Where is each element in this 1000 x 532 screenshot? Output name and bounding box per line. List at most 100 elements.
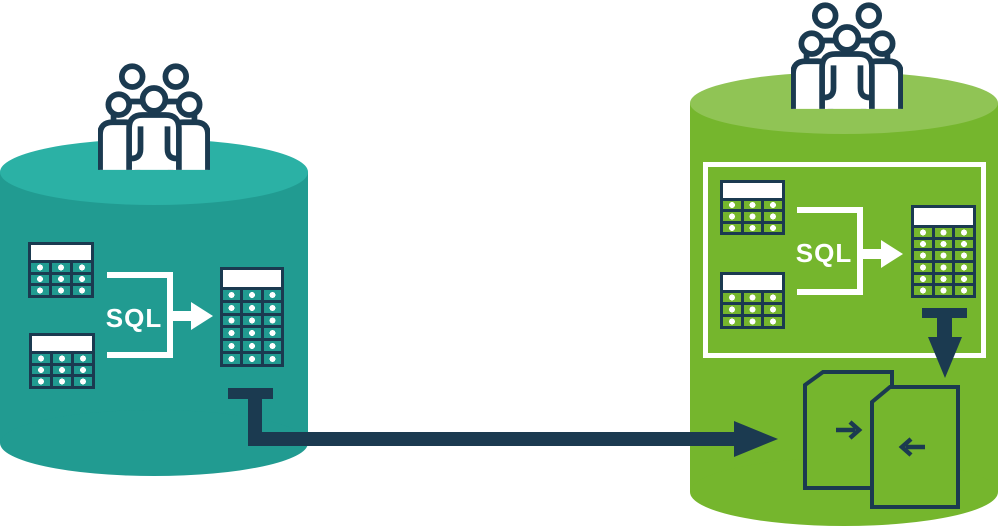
table-cell (955, 251, 973, 260)
table-cell (31, 263, 49, 272)
data-flow-arrowhead-icon (734, 421, 778, 457)
export-connector-stem (937, 308, 952, 338)
table-cell (73, 263, 91, 272)
table-cell (73, 274, 91, 284)
table-cell (223, 290, 241, 300)
table-cell (914, 263, 932, 272)
table-cell (52, 286, 70, 295)
user-group-icon (791, 0, 903, 110)
source-table-icon (28, 242, 94, 298)
table-cell (223, 315, 241, 326)
table-cell (914, 251, 932, 260)
user-group-icon (98, 62, 210, 170)
table-cell (263, 315, 281, 326)
table-cell (74, 377, 92, 386)
table-cell (52, 274, 70, 284)
source-table-icon (720, 272, 785, 329)
table-cell (243, 315, 261, 326)
table-cell (263, 328, 281, 339)
table-cell (914, 228, 932, 237)
table-cell (243, 302, 261, 313)
table-header-row (723, 275, 782, 290)
transform-arrowhead-icon (881, 240, 903, 268)
table-cell (743, 305, 762, 314)
table-cell (53, 354, 71, 363)
table-cell (934, 228, 953, 237)
result-table-icon (220, 267, 284, 367)
table-cell (934, 274, 953, 284)
table-cell (73, 286, 91, 295)
table-header-row (723, 183, 782, 198)
table-cell (764, 201, 782, 210)
table-cell (32, 377, 50, 386)
table-cell (955, 263, 973, 272)
table-cell (723, 212, 741, 221)
table-cell (764, 317, 782, 326)
table-cell (723, 293, 741, 302)
export-arrowhead-icon (928, 337, 962, 378)
table-cell (743, 201, 762, 210)
table-cell (764, 293, 782, 302)
pipeline-connector-stem (248, 388, 262, 444)
table-cell (914, 274, 932, 284)
data-flow-arrow-shaft (248, 432, 734, 446)
transform-arrow-icon (862, 249, 882, 259)
table-cell (31, 274, 49, 284)
table-cell (32, 365, 50, 375)
transform-arrowhead-icon (191, 302, 213, 330)
table-cell (223, 328, 241, 339)
table-cell (263, 341, 281, 352)
table-cell (743, 293, 762, 302)
sql-workspace-box (703, 162, 986, 358)
table-cell (31, 286, 49, 295)
table-header-row (31, 245, 91, 260)
source-table-icon (29, 333, 95, 389)
table-cell (52, 263, 70, 272)
table-cell (955, 274, 973, 284)
table-cell (223, 354, 241, 364)
table-cell (934, 286, 953, 295)
table-cell (223, 302, 241, 313)
table-cell (743, 223, 762, 232)
table-cell (32, 354, 50, 363)
table-cell (955, 286, 973, 295)
table-cell (955, 239, 973, 249)
table-cell (743, 317, 762, 326)
table-cell (743, 212, 762, 221)
table-cell (74, 365, 92, 375)
transform-arrow-icon (171, 311, 192, 321)
table-cell (934, 239, 953, 249)
table-header-row (223, 270, 281, 287)
table-cell (263, 302, 281, 313)
table-cell (74, 354, 92, 363)
document-import-icon (870, 385, 960, 509)
table-cell (764, 305, 782, 314)
table-header-row (32, 336, 92, 351)
table-cell (723, 223, 741, 232)
table-cell (934, 263, 953, 272)
table-cell (955, 228, 973, 237)
table-cell (53, 365, 71, 375)
table-cell (723, 305, 741, 314)
table-cell (914, 239, 932, 249)
table-cell (934, 251, 953, 260)
table-cell (53, 377, 71, 386)
table-cell (263, 354, 281, 364)
table-cell (243, 328, 261, 339)
table-cell (263, 290, 281, 300)
result-table-icon (911, 205, 976, 298)
table-cell (243, 354, 261, 364)
sql-label: SQL (105, 303, 163, 333)
table-cell (723, 317, 741, 326)
table-cell (223, 341, 241, 352)
table-cell (764, 223, 782, 232)
table-header-row (914, 208, 973, 225)
table-cell (764, 212, 782, 221)
sql-label: SQL (795, 238, 853, 268)
table-cell (723, 201, 741, 210)
table-cell (914, 286, 932, 295)
table-cell (243, 341, 261, 352)
table-cell (243, 290, 261, 300)
source-table-icon (720, 180, 785, 235)
